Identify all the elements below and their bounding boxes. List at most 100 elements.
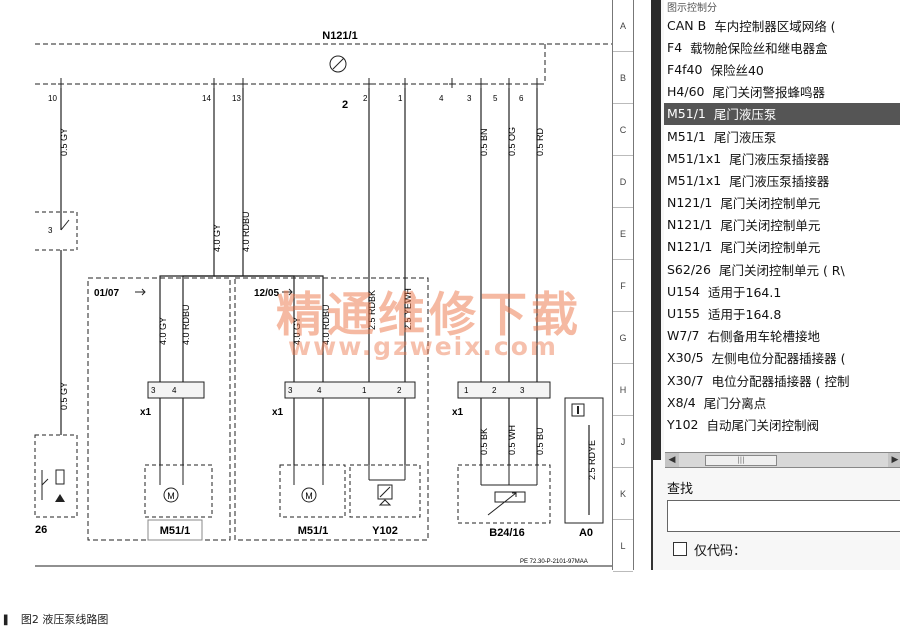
grid-row-label: F [613, 260, 633, 312]
pin-label: 1 [362, 386, 367, 395]
item-code: W7/7 [667, 328, 700, 344]
item-desc: 载物舱保险丝和继电器盒 [690, 40, 828, 56]
scroll-right-icon[interactable]: ▶ [888, 453, 900, 467]
wire-label: 4.0 GY [212, 224, 222, 252]
horizontal-scrollbar[interactable]: ◀ ||| ▶ [665, 452, 900, 468]
wiring-diagram: N121/1 10 14 13 2 1 4 3 5 6 2 0.5 GY 4.0… [34, 30, 612, 567]
component-label: M51/1 [160, 525, 191, 537]
item-code: Y102 [667, 416, 699, 432]
item-code: H4/60 [667, 84, 705, 100]
item-code: N121/1 [667, 195, 713, 211]
pin-label: 6 [519, 94, 524, 103]
grid-row-label: E [613, 208, 633, 260]
item-desc: 自动尾门关闭控制阀 [706, 417, 820, 433]
item-code: F4 [667, 39, 683, 55]
item-desc: 左侧电位分配器插接器 ( [711, 351, 846, 367]
scroll-thumb[interactable]: ||| [705, 455, 777, 466]
item-code: X8/4 [667, 394, 696, 410]
pin-group-label: 2 [342, 99, 348, 111]
list-item[interactable]: Y102 自动尾门关闭控制阀 [664, 413, 900, 435]
item-desc: 尾门液压泵 [713, 107, 777, 123]
connector-label: x1 [140, 407, 152, 418]
wire-label: 4.0 GY [158, 317, 168, 345]
item-desc: 尾门关闭控制单元 [720, 240, 821, 256]
pin-label: 1 [464, 386, 469, 395]
box-label: 12/05 [254, 288, 279, 299]
wire-label: 0.5 BK [479, 428, 489, 455]
pin-label: 2 [492, 386, 497, 395]
item-code: M51/1x1 [667, 150, 722, 166]
code-only-checkbox[interactable] [673, 542, 687, 556]
grid-row-label: C [613, 104, 633, 156]
list-item[interactable]: M51/1x1 尾门液压泵插接器 [664, 147, 900, 169]
item-code: N121/1 [667, 239, 713, 255]
item-desc: 电位分配器插接器 ( 控制 [711, 373, 850, 389]
item-code: M51/1 [667, 128, 706, 144]
item-desc: 尾门关闭警报蜂鸣器 [712, 85, 825, 101]
wire-label: 2.5 RDYE [587, 440, 597, 480]
item-code: M51/1 [667, 106, 706, 122]
grid-row-label: G [613, 312, 633, 364]
item-desc: 尾门分离点 [703, 395, 767, 411]
list-item[interactable]: M51/1 尾门液压泵 [664, 125, 900, 147]
list-item[interactable]: U155 适用于164.8 [664, 302, 900, 324]
pin-label: 14 [202, 94, 211, 103]
list-item[interactable]: N121/1 尾门关闭控制单元 [664, 236, 900, 258]
pin-label: 3 [151, 386, 156, 395]
pin-label: 4 [317, 386, 322, 395]
component-label: B24/16 [489, 527, 524, 539]
list-item-selected[interactable]: M51/1 尾门液压泵 [664, 102, 900, 125]
item-code: M51/1x1 [667, 172, 722, 188]
grid-row-label: H [613, 364, 633, 416]
figure-caption: ▌图2 液压泵线路图 [4, 611, 108, 627]
list-item[interactable]: X8/4 尾门分离点 [664, 391, 900, 413]
wire-label: 2.5 YEWH [403, 288, 413, 330]
watermark-url: www.gzweix.com [288, 332, 558, 361]
search-input[interactable] [667, 500, 900, 532]
item-desc: 右侧备用车轮槽接地 [707, 329, 820, 345]
list-item[interactable]: W7/7 右侧备用车轮槽接地 [664, 325, 900, 347]
pin-label: 4 [439, 94, 444, 103]
item-desc: 尾门关闭控制单元 [720, 196, 821, 212]
item-desc: 尾门关闭控制单元 ( R\ [718, 262, 845, 278]
item-desc: 尾门液压泵插接器 [729, 151, 830, 167]
component-label: A0 [579, 527, 593, 539]
grid-row-label: B [613, 52, 633, 104]
item-desc: 尾门液压泵 [713, 129, 777, 145]
wire-label: 0.5 GY [59, 128, 69, 156]
wire-label: 4.0 RDBU [241, 211, 251, 252]
list-item[interactable]: F4 载物舱保险丝和继电器盒 [664, 36, 900, 58]
item-desc: 适用于164.8 [708, 307, 782, 323]
control-unit-label: N121/1 [322, 30, 357, 42]
wire-label: 0.5 RD [535, 127, 545, 156]
grid-row-label: D [613, 156, 633, 208]
item-code: U155 [667, 306, 701, 322]
list-item[interactable]: N121/1 尾门关闭控制单元 [664, 192, 900, 214]
motor-symbol: M [167, 491, 175, 501]
motor-symbol: M [305, 491, 313, 501]
list-item[interactable]: H4/60 尾门关闭警报蜂鸣器 [664, 81, 900, 103]
grid-row-label: J [613, 416, 633, 468]
pin-label: 3 [288, 386, 293, 395]
pin-label: 3 [48, 226, 53, 235]
scroll-left-icon[interactable]: ◀ [665, 453, 679, 467]
item-desc: 保险丝40 [710, 62, 764, 78]
wire-label: 4.0 RDBU [181, 304, 191, 345]
pin-label: 4 [172, 386, 177, 395]
wire-label: 0.5 OG [507, 127, 517, 156]
connector-label: x1 [272, 407, 284, 418]
item-code: N121/1 [667, 217, 713, 233]
pin-label: 2 [363, 94, 368, 103]
connector-label: x1 [452, 407, 464, 418]
panel-edge [651, 0, 661, 460]
